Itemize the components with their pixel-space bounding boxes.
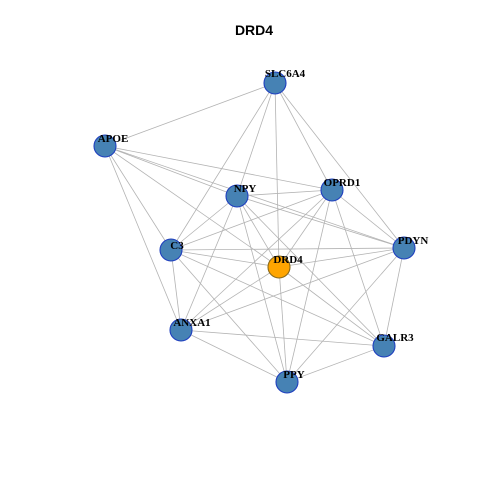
edge-galr3-ppy [286, 345, 385, 383]
edge-pdyn-anxa1 [180, 247, 405, 331]
edge-oprd1-drd4 [278, 189, 333, 268]
edge-drd4-anxa1 [180, 266, 280, 331]
edge-apoe-pdyn [104, 145, 405, 249]
edge-anxa1-galr3 [180, 329, 385, 347]
edge-c3-galr3 [170, 249, 385, 347]
edge-npy-c3 [170, 195, 238, 251]
edge-c3-pdyn [170, 247, 405, 251]
edge-slc6a4-npy [236, 82, 276, 197]
edge-c3-anxa1 [170, 249, 182, 331]
node-slc6a4[interactable] [263, 71, 287, 95]
node-label-ppy: PPY [283, 369, 304, 381]
node-pdyn[interactable] [392, 236, 416, 260]
node-label-c3: C3 [170, 240, 184, 252]
edge-drd4-pdyn [278, 247, 405, 268]
edge-pdyn-galr3 [383, 247, 405, 347]
edge-oprd1-ppy [286, 189, 333, 383]
edge-npy-galr3 [236, 195, 385, 347]
node-label-galr3: GALR3 [376, 332, 414, 344]
edge-apoe-c3 [104, 145, 172, 251]
node-label-slc6a4: SLC6A4 [265, 68, 306, 80]
node-drd4[interactable] [267, 255, 291, 279]
edge-oprd1-c3 [170, 189, 333, 251]
edge-anxa1-ppy [180, 329, 288, 383]
node-oprd1[interactable] [320, 178, 344, 202]
edge-slc6a4-apoe [104, 82, 276, 147]
edge-oprd1-anxa1 [180, 189, 333, 331]
graph-title: DRD4 [235, 22, 273, 38]
node-galr3[interactable] [372, 334, 396, 358]
node-layer [93, 71, 416, 394]
node-label-apoe: APOE [98, 133, 129, 145]
edge-npy-anxa1 [180, 195, 238, 331]
edge-slc6a4-pdyn [274, 82, 405, 249]
node-c3[interactable] [159, 238, 183, 262]
edge-npy-oprd1 [236, 189, 333, 197]
edge-layer [104, 82, 405, 383]
node-anxa1[interactable] [169, 318, 193, 342]
node-label-drd4: DRD4 [273, 254, 303, 266]
edge-slc6a4-drd4 [274, 82, 280, 268]
edge-slc6a4-c3 [170, 82, 276, 251]
edge-npy-pdyn [236, 195, 405, 249]
edge-slc6a4-oprd1 [274, 82, 333, 191]
edge-npy-ppy [236, 195, 288, 383]
node-label-pdyn: PDYN [398, 235, 429, 247]
node-apoe[interactable] [93, 134, 117, 158]
edge-apoe-npy [104, 145, 238, 197]
edge-apoe-oprd1 [104, 145, 333, 191]
node-ppy[interactable] [275, 370, 299, 394]
edge-drd4-galr3 [278, 266, 385, 347]
node-label-npy: NPY [234, 183, 257, 195]
edge-oprd1-pdyn [331, 189, 405, 249]
node-label-anxa1: ANXA1 [173, 317, 210, 329]
edge-pdyn-ppy [286, 247, 405, 383]
node-label-oprd1: OPRD1 [324, 177, 361, 189]
edge-drd4-ppy [278, 266, 288, 383]
edge-apoe-drd4 [104, 145, 280, 268]
edge-npy-drd4 [236, 195, 280, 268]
edge-c3-ppy [170, 249, 288, 383]
edge-oprd1-galr3 [331, 189, 385, 347]
node-npy[interactable] [225, 184, 249, 208]
edge-apoe-anxa1 [104, 145, 182, 331]
edge-c3-drd4 [170, 249, 280, 268]
